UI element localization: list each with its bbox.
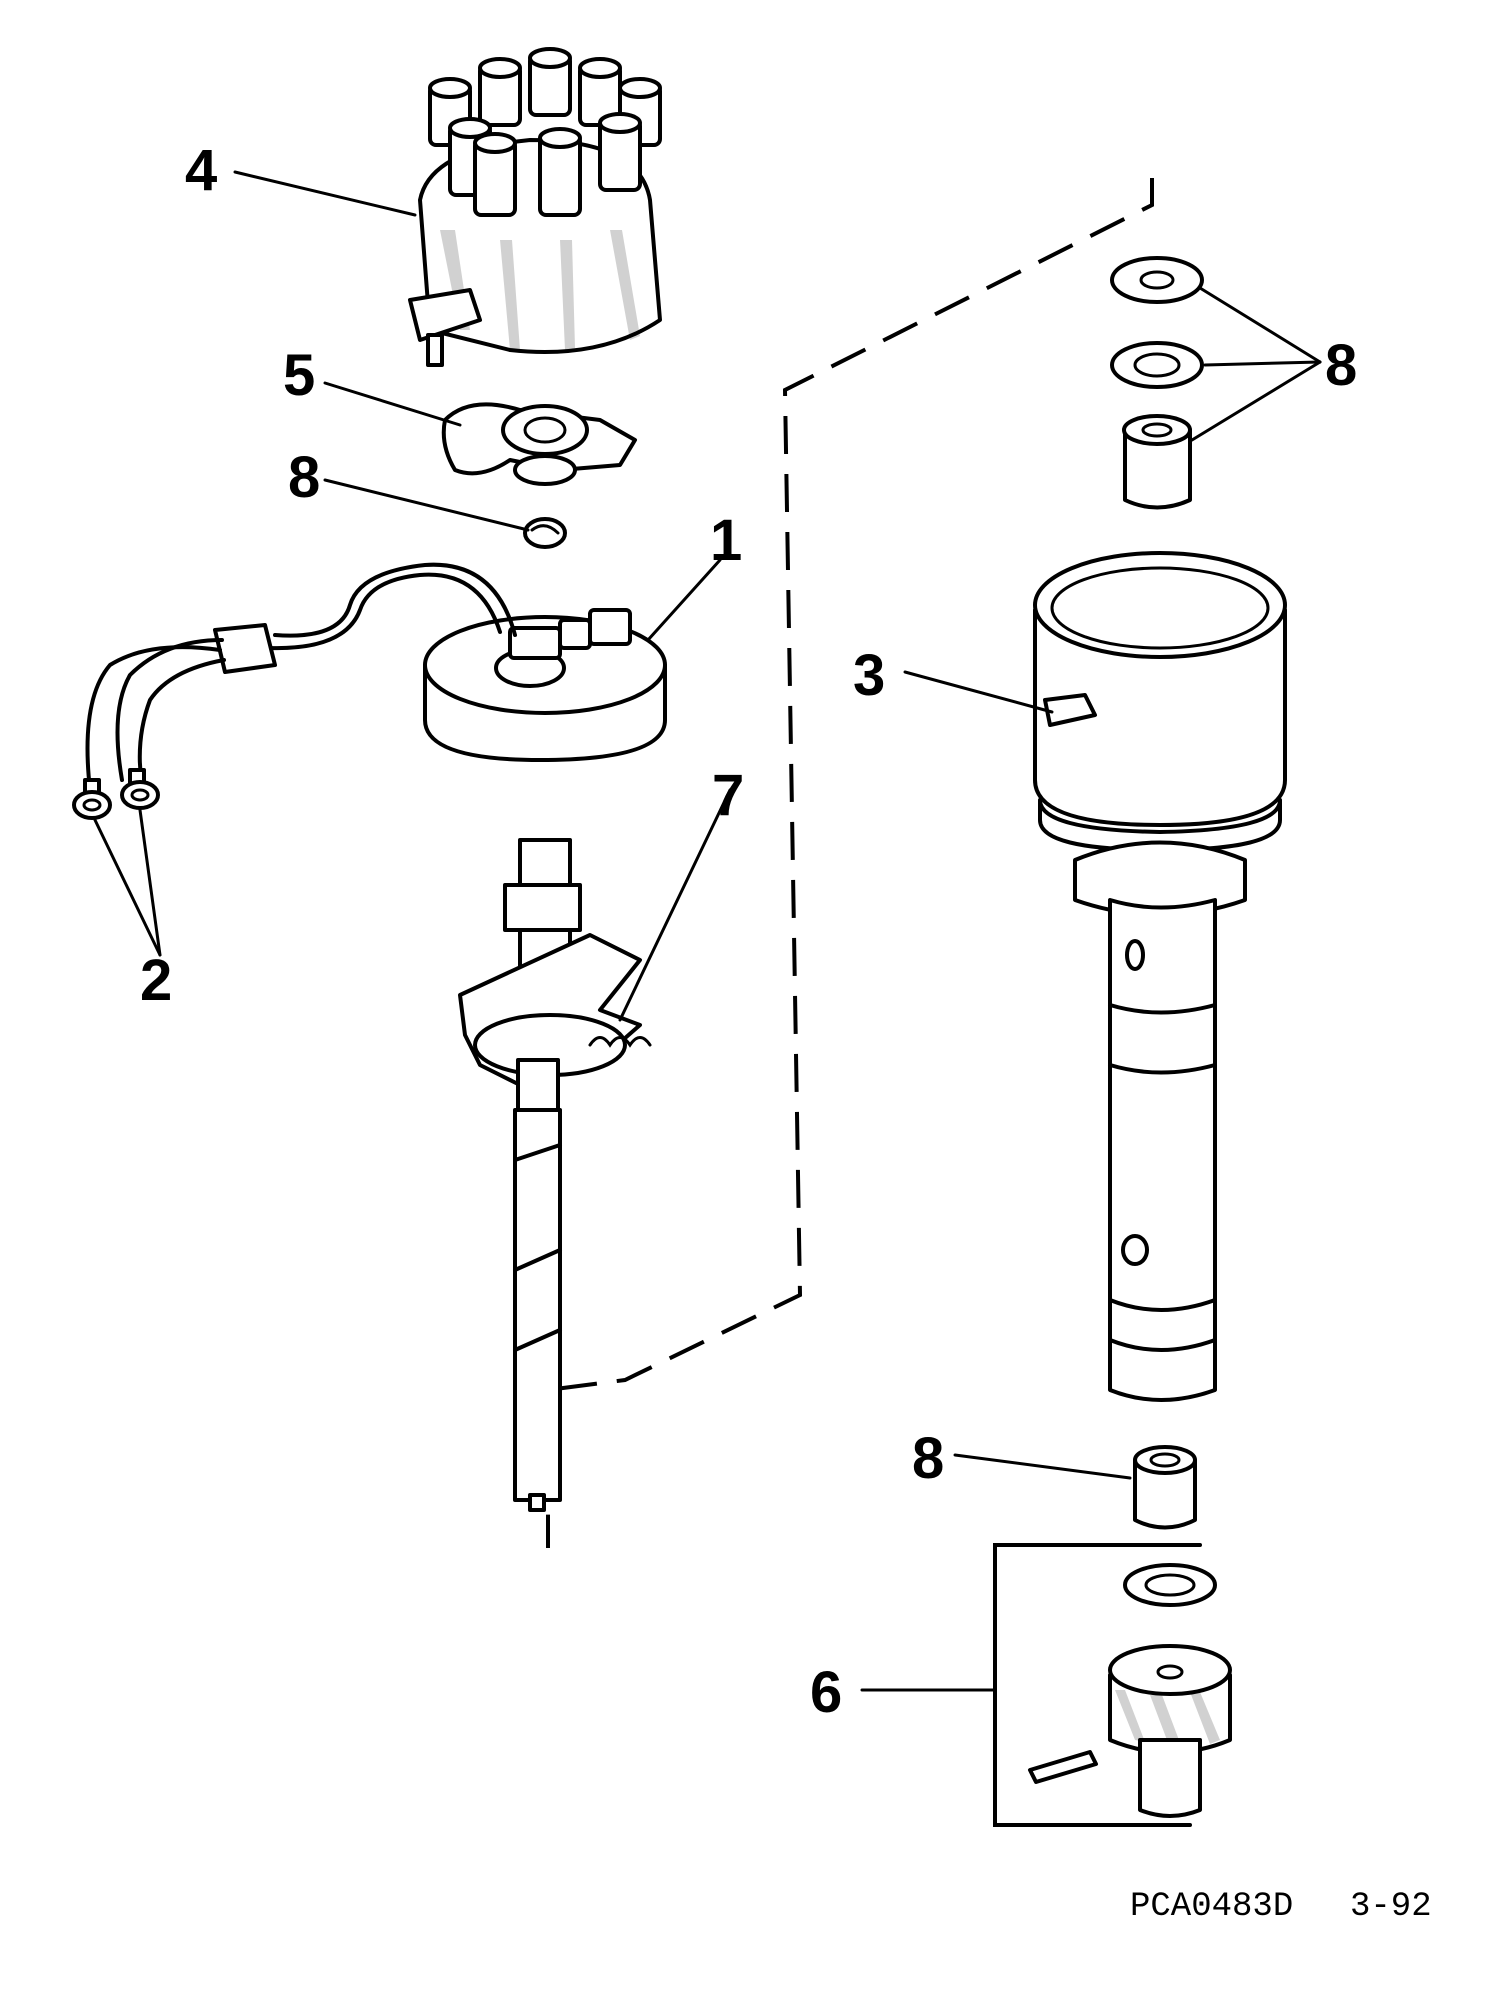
washer-top [1110, 256, 1204, 304]
distributor-housing [1033, 551, 1287, 1402]
callout-8-bottom: 8 [912, 1426, 944, 1491]
callout-8-left: 8 [288, 445, 320, 510]
callout-8-top: 8 [1325, 333, 1357, 398]
pickup-leads [72, 562, 517, 820]
callout-3: 3 [853, 643, 885, 708]
distributor-shaft [458, 838, 652, 1512]
clip-small [523, 517, 567, 549]
bushing-lower [1133, 1445, 1197, 1530]
bushing-upper [1122, 414, 1192, 510]
figure-code: PCA0483D [1130, 1888, 1293, 1926]
pickup-coil [423, 608, 667, 762]
callout-1: 1 [710, 508, 742, 573]
leader-lines [93, 170, 1322, 1692]
rotor [441, 402, 637, 486]
callout-4: 4 [185, 138, 217, 203]
callout-2: 2 [140, 948, 172, 1013]
gear-kit [993, 1543, 1232, 1827]
distributor-cap [408, 47, 662, 367]
alignment-dashed-line [546, 178, 1154, 1548]
callout-6: 6 [810, 1660, 842, 1725]
washer-middle [1110, 341, 1204, 389]
callout-5: 5 [283, 343, 315, 408]
figure-date: 3-92 [1350, 1888, 1432, 1926]
callout-7: 7 [712, 763, 744, 828]
